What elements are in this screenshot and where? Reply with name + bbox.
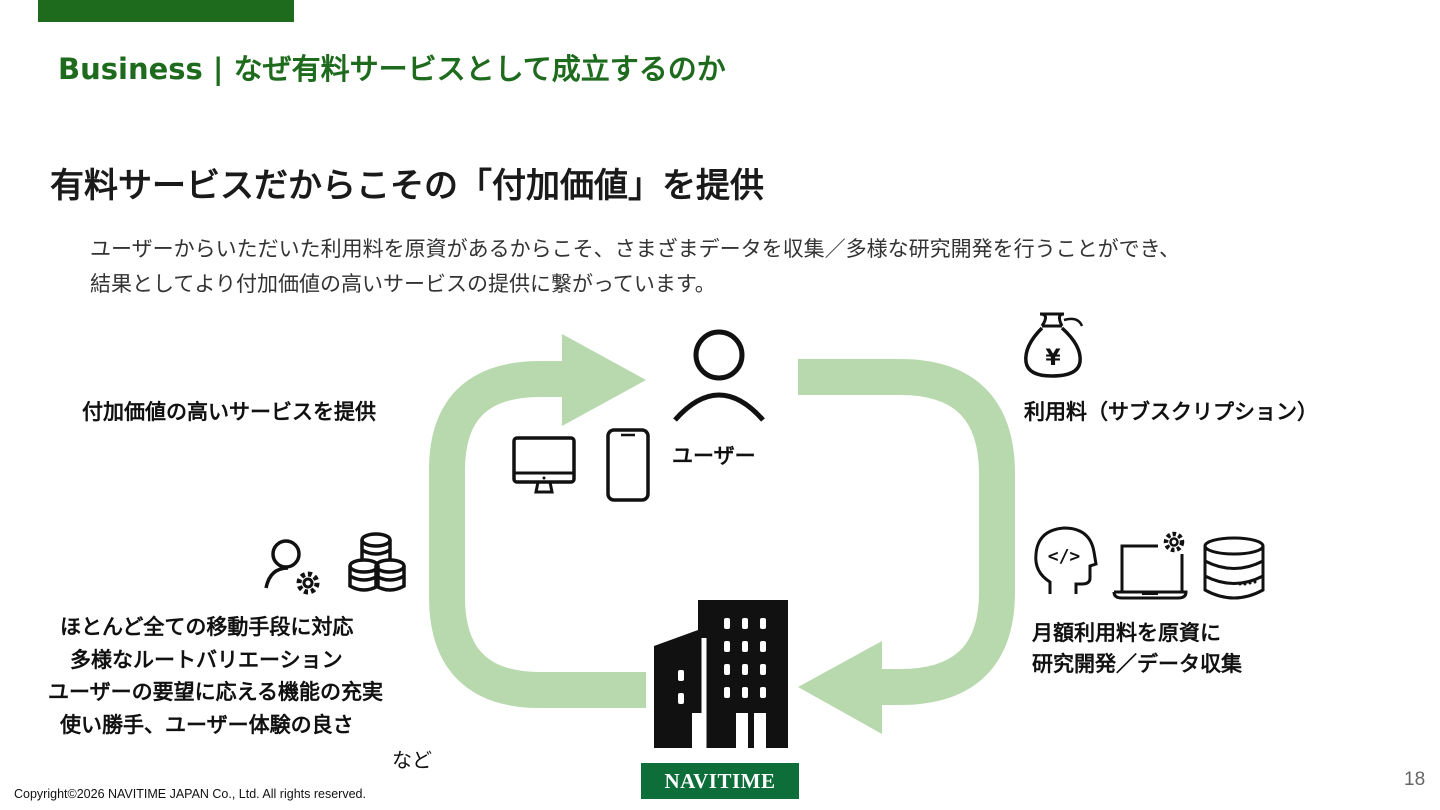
server-icon: [1203, 536, 1265, 600]
slide-title: Business | なぜ有料サービスとして成立するのか: [58, 52, 726, 86]
funding-line: 研究開発／データ収集: [1032, 652, 1242, 676]
funding-line: 月額利用料を原資に: [1032, 621, 1221, 645]
page-number: 18: [1404, 769, 1426, 790]
building-icon: [654, 600, 788, 748]
description-line-1: ユーザーからいただいた利用料を原資があるからこそ、さまざまデータを収集／多様な研…: [90, 237, 1181, 261]
head-code-icon: </>: [1034, 526, 1098, 594]
description-line-2: 結果としてより付加価値の高いサービスの提供に繋がっています。: [90, 272, 716, 296]
desktop-icon: [512, 436, 576, 494]
headline: 有料サービスだからこその「付加価値」を提供: [50, 166, 764, 206]
person-gear-icon: [264, 539, 320, 595]
description: ユーザーからいただいた利用料を原資があるからこそ、さまざまデータを収集／多様な研…: [90, 232, 1180, 302]
feature-item: ほとんど全ての移動手段に対応: [60, 615, 354, 639]
feature-list: ほとんど全ての移動手段に対応 多様なルートバリエーション ユーザーの要望に応える…: [48, 611, 383, 741]
funding-text: 月額利用料を原資に 研究開発／データ収集: [1032, 618, 1242, 680]
feature-item: 多様なルートバリエーション: [70, 647, 343, 672]
database-icon: [348, 532, 406, 592]
navitime-logo: NAVITIME: [641, 763, 799, 799]
feature-item: 使い勝手、ユーザー体験の良さ: [60, 712, 354, 737]
user-label: ユーザー: [672, 444, 756, 468]
features-suffix: など: [392, 748, 432, 772]
svg-text:</>: </>: [1048, 546, 1081, 567]
smartphone-icon: [606, 428, 650, 502]
user-icon: [673, 329, 765, 422]
fee-label: 利用料（サブスクリプション）: [1024, 400, 1318, 424]
value-label: 付加価値の高いサービスを提供: [82, 400, 376, 424]
feature-item: ユーザーの要望に応える機能の充実: [48, 680, 383, 704]
yen-bag-icon: ¥: [1024, 312, 1084, 378]
copyright: Copyright©2026 NAVITIME JAPAN Co., Ltd. …: [14, 787, 366, 801]
svg-text:¥: ¥: [1045, 346, 1061, 371]
laptop-gear-icon: [1112, 531, 1188, 600]
top-accent-bar: [38, 0, 294, 22]
